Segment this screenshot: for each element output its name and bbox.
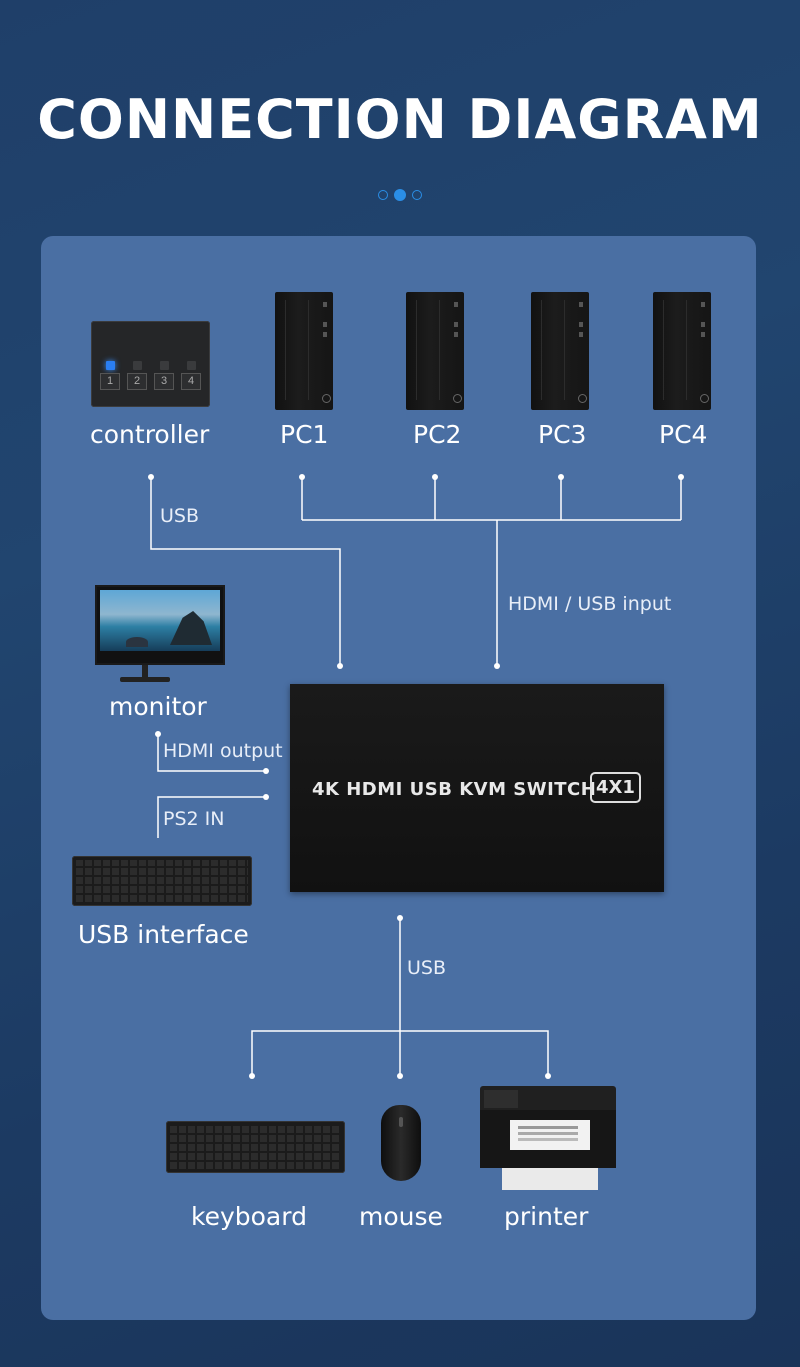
pagination-dot[interactable]	[378, 190, 388, 200]
controller-key: 3	[154, 361, 174, 391]
mouse-device	[381, 1105, 421, 1181]
pc-input-label: HDMI / USB input	[508, 593, 672, 615]
controller-key-label: 2	[127, 373, 147, 390]
pc-tower-3	[531, 292, 589, 410]
kvm-switch-device: 4K HDMI USB KVM SWITCH 4X1	[290, 684, 664, 892]
mouse-label: mouse	[359, 1202, 443, 1231]
usb-out-label: USB	[407, 957, 447, 979]
monitor-stand	[120, 665, 170, 685]
keyboard-label: keyboard	[191, 1202, 307, 1231]
usb-interface-label: USB interface	[78, 920, 249, 949]
pc1-label: PC1	[280, 420, 329, 449]
pagination-dots	[0, 189, 800, 201]
monitor-device	[95, 585, 225, 665]
usb-interface-keyboard	[72, 856, 252, 906]
controller-key: 2	[127, 361, 147, 391]
hdmi-output-label: HDMI output	[163, 740, 283, 762]
controller-label: controller	[90, 420, 210, 449]
printer-device	[480, 1086, 616, 1190]
pc3-label: PC3	[538, 420, 587, 449]
monitor-label: monitor	[109, 692, 207, 721]
controller-key-label: 4	[181, 373, 201, 390]
pagination-dot-active[interactable]	[394, 189, 406, 201]
controller-key: 4	[181, 361, 201, 391]
pc4-label: PC4	[659, 420, 708, 449]
switch-label: 4K HDMI USB KVM SWITCH	[312, 779, 597, 800]
pc-tower-1	[275, 292, 333, 410]
keyboard-device	[166, 1121, 345, 1173]
pc-tower-4	[653, 292, 711, 410]
controller-key: 1	[100, 361, 120, 391]
printer-label: printer	[504, 1202, 589, 1231]
controller-device: 1 2 3 4	[91, 321, 210, 407]
pc-tower-2	[406, 292, 464, 410]
page-title: CONNECTION DIAGRAM	[37, 88, 763, 151]
controller-key-label: 3	[154, 373, 174, 390]
pc2-label: PC2	[413, 420, 462, 449]
switch-badge: 4X1	[590, 772, 641, 803]
pagination-dot[interactable]	[412, 190, 422, 200]
controller-usb-label: USB	[160, 505, 200, 527]
controller-key-label: 1	[100, 373, 120, 390]
ps2-in-label: PS2 IN	[163, 808, 225, 830]
